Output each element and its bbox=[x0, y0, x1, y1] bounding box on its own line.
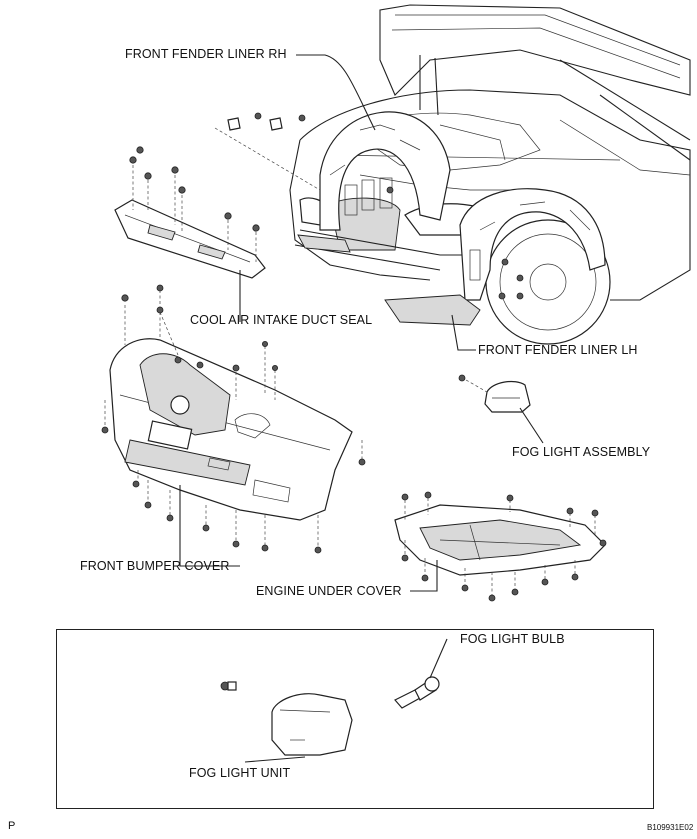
label-cool-air-intake-duct-seal: COOL AIR INTAKE DUCT SEAL bbox=[190, 313, 373, 327]
fog-light-unit-part bbox=[220, 681, 353, 756]
fog-light-detail-inset bbox=[56, 629, 654, 809]
cool-air-intake-duct-seal-part bbox=[114, 112, 321, 279]
label-front-fender-liner-rh: FRONT FENDER LINER RH bbox=[125, 47, 287, 61]
figure-id: B109931E02 bbox=[647, 823, 694, 832]
label-fog-light-assembly: FOG LIGHT ASSEMBLY bbox=[512, 445, 651, 459]
label-fog-light-unit: FOG LIGHT UNIT bbox=[189, 766, 291, 780]
front-bumper-cover-part bbox=[101, 284, 366, 554]
leader-lines bbox=[179, 54, 544, 763]
label-engine-under-cover: ENGINE UNDER COVER bbox=[256, 584, 402, 598]
page-mark: P bbox=[8, 820, 16, 832]
label-front-bumper-cover: FRONT BUMPER COVER bbox=[80, 559, 230, 573]
fog-light-bulb-part bbox=[394, 676, 440, 709]
label-fog-light-bulb: FOG LIGHT BULB bbox=[460, 632, 565, 646]
engine-under-cover-part bbox=[394, 491, 607, 602]
fog-light-assembly-part bbox=[458, 374, 531, 413]
vehicle-front-illustration bbox=[289, 4, 691, 345]
label-front-fender-liner-lh: FRONT FENDER LINER LH bbox=[478, 343, 638, 357]
